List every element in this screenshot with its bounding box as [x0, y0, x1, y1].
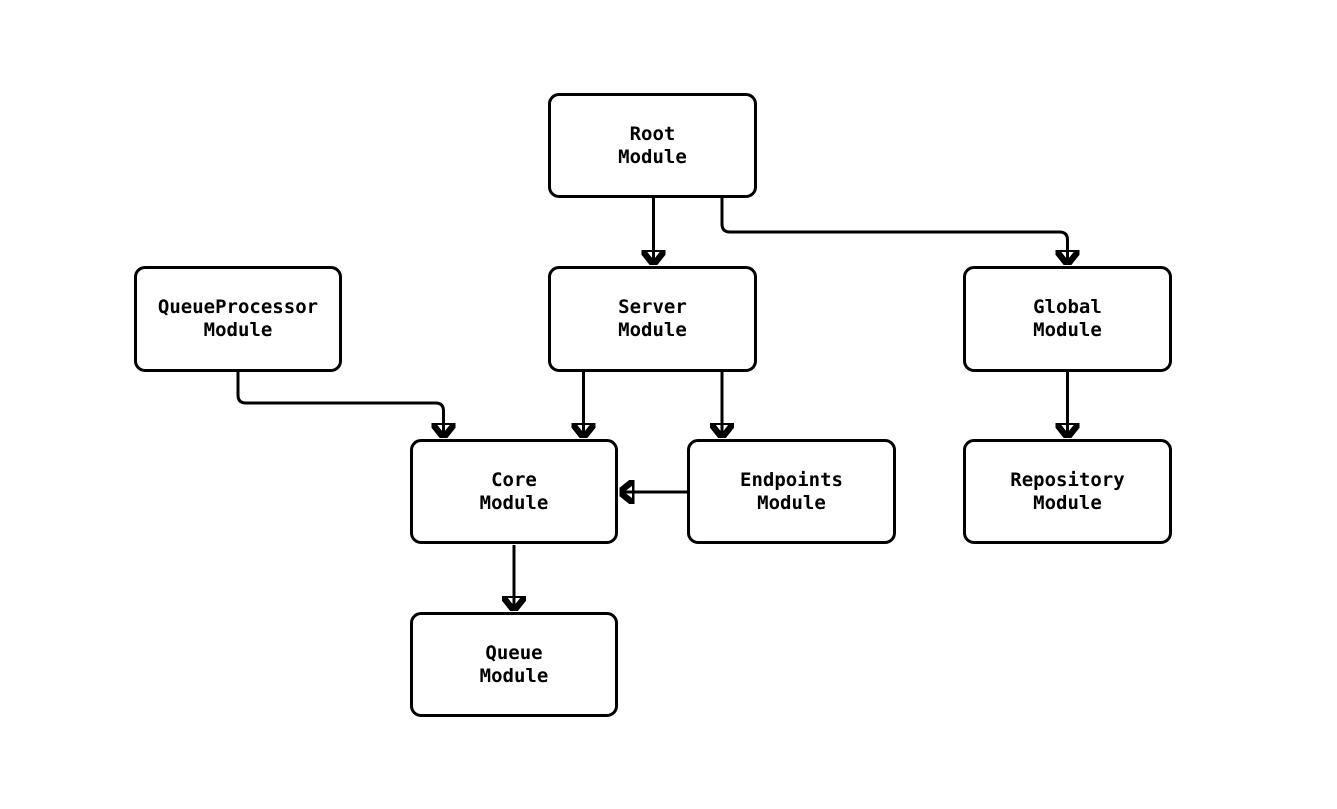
node-root-module: Root Module — [548, 93, 757, 198]
edge-root-to-global — [720, 198, 1068, 264]
node-root-module-label: Root Module — [618, 122, 687, 168]
node-queueprocessor-module-label: QueueProcessor Module — [157, 296, 319, 341]
node-core-module-label: Core Module — [479, 468, 549, 514]
node-endpoints-module-label: Endpoints Module — [740, 468, 843, 514]
node-repository-module-label: Repository Module — [1010, 468, 1125, 514]
node-endpoints-module: Endpoints Module — [687, 439, 896, 544]
node-server-module-label: Server Module — [618, 296, 687, 341]
node-queue-module-label: Queue Module — [479, 641, 549, 687]
node-queueprocessor-module: QueueProcessor Module — [134, 266, 342, 372]
edge-queueprocessor-to-core — [236, 372, 444, 437]
node-queue-module: Queue Module — [410, 612, 618, 717]
node-server-module: Server Module — [548, 266, 757, 372]
node-global-module: Global Module — [963, 266, 1172, 372]
node-repository-module: Repository Module — [963, 439, 1172, 544]
node-core-module: Core Module — [410, 439, 618, 544]
node-global-module-label: Global Module — [1033, 296, 1102, 341]
